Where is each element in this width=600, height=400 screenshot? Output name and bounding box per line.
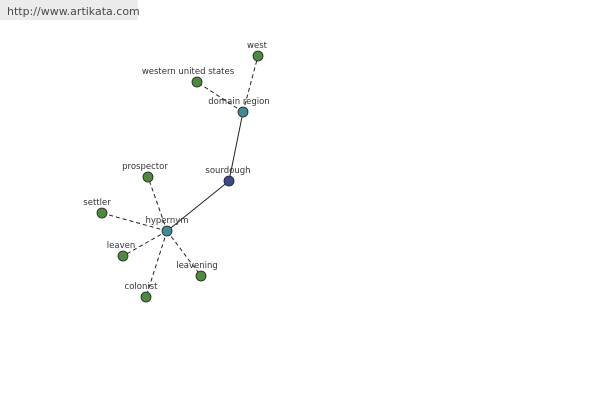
node-label-leavening: leavening <box>176 261 218 271</box>
edge-sourdough-domain-region <box>228 111 244 182</box>
node-label-sourdough: sourdough <box>205 166 250 176</box>
node-settler[interactable] <box>96 207 108 219</box>
url-banner: http://www.artikata.com <box>0 0 140 20</box>
node-label-domain-region: domain region <box>208 97 269 107</box>
node-label-prospector: prospector <box>122 162 168 172</box>
node-colonist[interactable] <box>140 291 152 303</box>
edge-domain-region-western-united-states <box>196 81 244 113</box>
site-url-link[interactable]: http://www.artikata.com <box>7 5 140 18</box>
node-leaven[interactable] <box>117 250 129 262</box>
node-prospector[interactable] <box>142 171 154 183</box>
node-west[interactable] <box>252 50 264 62</box>
node-label-leaven: leaven <box>107 241 135 251</box>
edge-hypernym-prospector <box>147 176 168 232</box>
edge-hypernym-leavening <box>166 230 202 277</box>
node-label-settler: settler <box>83 198 111 208</box>
graph-edges <box>101 55 259 298</box>
edge-hypernym-settler <box>101 212 168 232</box>
node-label-western-united-states: western united states <box>142 67 235 77</box>
node-label-west: west <box>247 41 268 51</box>
node-label-hypernym: hypernym <box>145 216 188 226</box>
edge-hypernym-colonist <box>145 230 168 298</box>
graph-labels: sourdough domain region hypernym west wester… <box>83 41 269 292</box>
edge-sourdough-hypernym <box>166 180 230 232</box>
node-leavening[interactable] <box>195 270 207 282</box>
node-sourdough[interactable] <box>223 175 235 187</box>
node-domain-region[interactable] <box>237 106 249 118</box>
node-western-united-states[interactable] <box>191 76 203 88</box>
edge-domain-region-west <box>242 55 259 113</box>
graph-nodes <box>96 50 264 303</box>
node-hypernym[interactable] <box>161 225 173 237</box>
edge-hypernym-leaven <box>122 230 168 257</box>
node-label-colonist: colonist <box>125 282 159 292</box>
